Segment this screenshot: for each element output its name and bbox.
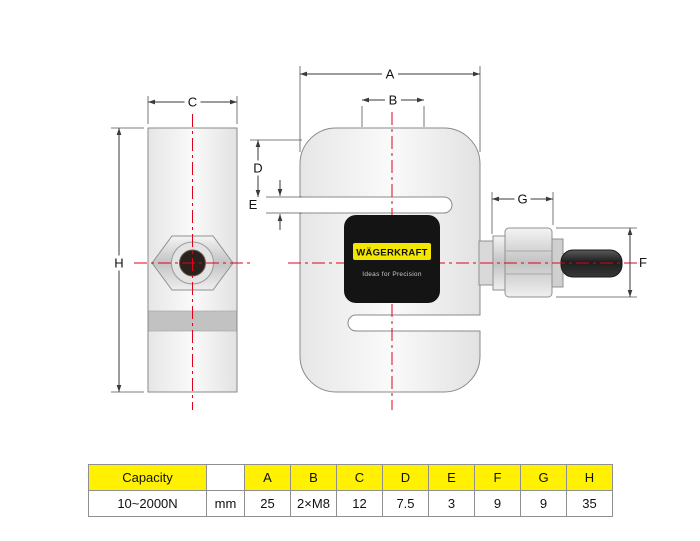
spec-header-G: G bbox=[520, 464, 567, 491]
dim-A-label-box bbox=[382, 66, 398, 82]
spec-header-unit bbox=[206, 464, 245, 491]
dim-G-label-box bbox=[514, 191, 531, 207]
spec-value-D: 7.5 bbox=[382, 490, 429, 517]
dim-H-label: H bbox=[114, 256, 123, 271]
spec-value-A: 25 bbox=[244, 490, 291, 517]
spec-header-capacity: Capacity bbox=[88, 464, 207, 491]
dim-B-label: B bbox=[389, 93, 398, 108]
spec-unit-value: mm bbox=[206, 490, 245, 517]
spec-value-G: 9 bbox=[520, 490, 567, 517]
spec-header-D: D bbox=[382, 464, 429, 491]
spec-value-F: 9 bbox=[474, 490, 521, 517]
brand-name: WÄGERKRAFT bbox=[356, 248, 428, 259]
spec-capacity-value: 10~2000N bbox=[88, 490, 207, 517]
dim-D-label-box bbox=[250, 160, 266, 176]
dim-D-label: D bbox=[253, 161, 262, 176]
spec-header-F: F bbox=[474, 464, 521, 491]
spec-header-B: B bbox=[290, 464, 337, 491]
spec-value-B: 2×M8 bbox=[290, 490, 337, 517]
dim-B-label-box bbox=[385, 92, 401, 108]
logo-yellow-band bbox=[353, 243, 431, 260]
dim-C-label-box bbox=[184, 94, 201, 110]
spec-table: Capacity A B C D E F G H 10~2000N mm 25 … bbox=[88, 464, 613, 517]
dim-F-label: F bbox=[639, 255, 647, 270]
dim-E-label: E bbox=[249, 197, 258, 212]
spec-value-E: 3 bbox=[428, 490, 475, 517]
dim-C-label: C bbox=[188, 95, 197, 110]
dim-G-label: G bbox=[517, 192, 527, 207]
front-view: WÄGERKRAFT Ideas for Precision A B D E G bbox=[249, 66, 648, 410]
spec-header-row: Capacity A B C D E F G H bbox=[88, 464, 613, 491]
spec-header-C: C bbox=[336, 464, 383, 491]
spec-value-H: 35 bbox=[566, 490, 613, 517]
side-view: C H bbox=[111, 94, 251, 410]
spec-value-C: 12 bbox=[336, 490, 383, 517]
spec-header-H: H bbox=[566, 464, 613, 491]
dim-H-label-box bbox=[111, 255, 127, 271]
dim-A-label: A bbox=[386, 67, 395, 82]
spec-value-row: 10~2000N mm 25 2×M8 12 7.5 3 9 9 35 bbox=[88, 490, 613, 517]
spec-header-A: A bbox=[244, 464, 291, 491]
brand-logo: WÄGERKRAFT Ideas for Precision bbox=[344, 215, 440, 303]
technical-drawing: C H WÄGERKRAFT Ideas for Precision bbox=[111, 66, 648, 410]
brand-tagline: Ideas for Precision bbox=[362, 271, 422, 278]
spec-header-E: E bbox=[428, 464, 475, 491]
